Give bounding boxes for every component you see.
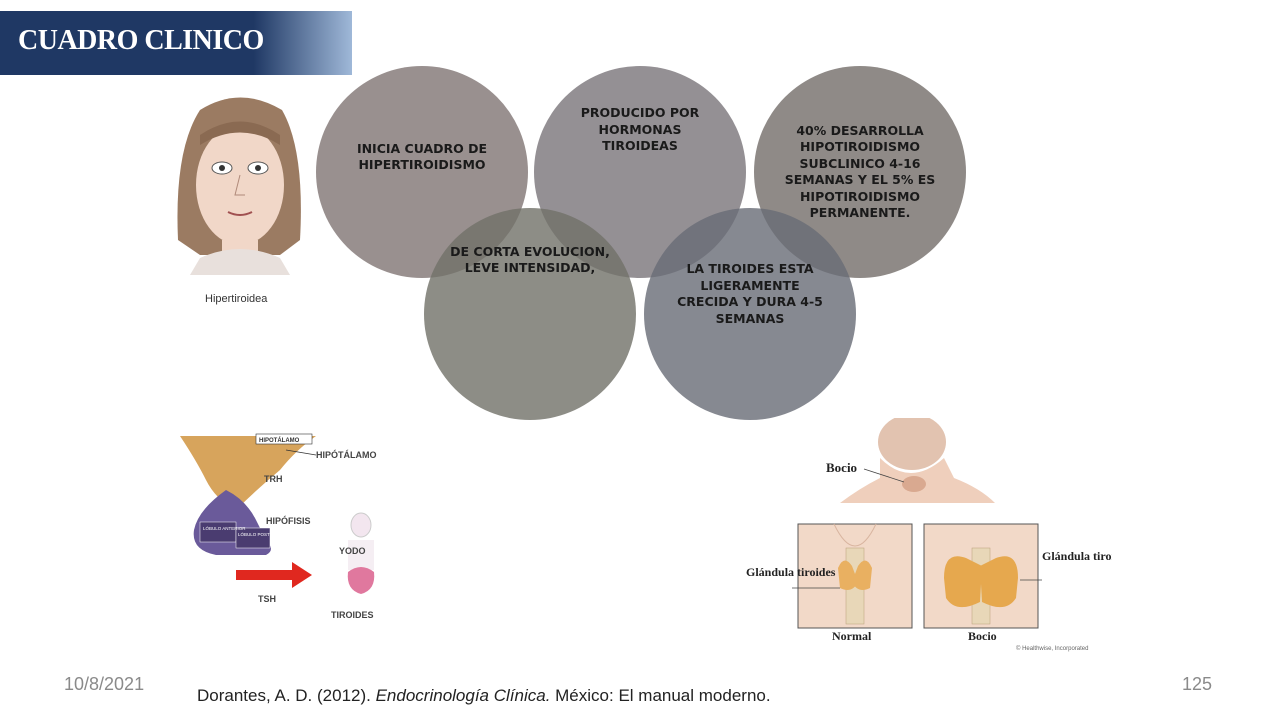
slide-date: 10/8/2021 <box>64 674 145 694</box>
face-caption: Hipertiroidea <box>205 293 268 305</box>
glandula-tiroides-label: Glándula tiroides <box>746 565 836 579</box>
tsh-label: TSH <box>258 594 276 604</box>
yodo-label: YODO <box>339 546 366 556</box>
healthwise-credit: © Healthwise, Incorporated <box>1016 645 1088 652</box>
hipofisis-label: HIPÓFISIS <box>266 515 311 526</box>
trh-label: TRH <box>264 474 283 484</box>
circle-corta-evolucion: DE CORTA EVOLUCION, LEVE INTENSIDAD, <box>424 208 636 420</box>
hypothalamic-pituitary-axis-illustration: LÓBULO ANTERIOR LÓBULO POSTERIOR HIPOTÁL… <box>180 433 377 620</box>
circle-text-5: LA TIROIDES ESTA LIGERAMENTE CRECIDA Y D… <box>677 261 823 326</box>
circle-inicia: INICIA CUADRO DE HIPERTIROIDISMO <box>316 66 528 278</box>
glandula-agrandada-label: Glándula tiroides agrandada <box>1042 549 1112 563</box>
slide-title: CUADRO CLINICO <box>18 25 264 56</box>
goiter-illustration: Bocio Glándula tiroides Glándula tiroide… <box>746 418 1112 652</box>
title-banner: CUADRO CLINICO <box>0 11 352 75</box>
normal-caption: Normal <box>832 629 872 643</box>
circle-tiroides-crecida: LA TIROIDES ESTA LIGERAMENTE CRECIDA Y D… <box>644 208 856 420</box>
slide-page-number: 125 <box>1182 674 1213 694</box>
lobulo-anterior-label: LÓBULO ANTERIOR <box>203 525 246 531</box>
bocio-top-label: Bocio <box>826 460 857 475</box>
citation: Dorantes, A. D. (2012). Endocrinología C… <box>197 686 771 706</box>
citation-book-title: Endocrinología Clínica. <box>375 686 551 705</box>
circle-text-1: INICIA CUADRO DE HIPERTIROIDISMO <box>356 140 488 173</box>
circle-text-4: DE CORTA EVOLUCION, LEVE INTENSIDAD, <box>450 243 610 276</box>
glandula-agrandada-label-text: Glándula tiroides agrandada <box>1042 549 1112 563</box>
hipotalamo-box-label: HIPOTÁLAMO <box>259 437 300 444</box>
hyperthyroid-face-illustration: Hipertiroidea <box>177 97 301 305</box>
tiroides-label: TIROIDES <box>331 610 374 620</box>
citation-publisher: México: El manual moderno. <box>550 686 771 705</box>
citation-authors: Dorantes, A. D. (2012). <box>197 686 376 705</box>
circle-text-2: PRODUCIDO POR HORMONAS TIROIDEAS <box>580 105 700 154</box>
lobulo-posterior-label: LÓBULO POSTERIOR <box>238 531 285 537</box>
hipotalamo-label: HIPÓTÁLAMO <box>316 449 377 460</box>
circle-text-3: 40% DESARROLLA HIPOTIROIDISMO SUBCLINICO… <box>784 122 936 221</box>
glandula-tiroides-label-text: Glándula tiroides <box>746 565 836 579</box>
bocio-caption: Bocio <box>968 629 997 643</box>
